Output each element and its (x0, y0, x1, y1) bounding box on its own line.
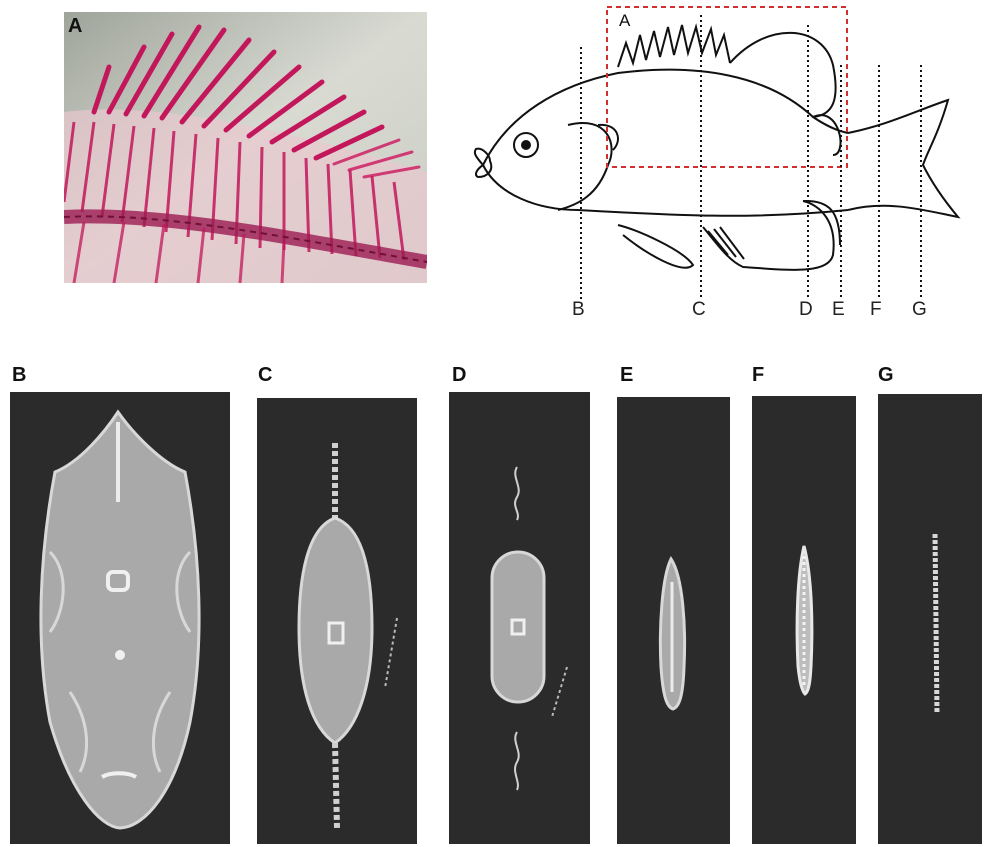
ct-section-c-image (257, 398, 417, 844)
cut-label-g: G (912, 299, 927, 321)
ct-panel-label-e: E (620, 364, 633, 387)
stained-fin-image (64, 12, 427, 283)
ct-section-f (752, 396, 856, 844)
ct-section-d (449, 392, 590, 844)
ct-panel-label-d: D (452, 364, 466, 387)
ct-section-b (10, 392, 230, 844)
cut-label-d: D (799, 299, 813, 321)
ct-section-g-image (878, 394, 982, 844)
panel-label-a: A (68, 15, 82, 38)
fish-outline-drawing (468, 5, 983, 327)
cut-label-c: C (692, 299, 706, 321)
stained-fin-photo: A (64, 12, 427, 283)
region-box-label: A (619, 11, 630, 31)
cut-label-f: F (870, 299, 882, 321)
ct-section-b-image (10, 392, 230, 844)
ct-section-e-image (617, 397, 730, 844)
ct-panel-label-c: C (258, 364, 272, 387)
ct-panel-label-f: F (752, 364, 764, 387)
ct-section-e (617, 397, 730, 844)
ct-panel-label-b: B (12, 364, 26, 387)
cut-label-e: E (832, 299, 845, 321)
cut-label-b: B (572, 299, 585, 321)
ct-section-g (878, 394, 982, 844)
fish-diagram: A B C D E F G (468, 5, 983, 327)
ct-section-d-image (449, 392, 590, 844)
ct-panel-label-g: G (878, 364, 894, 387)
ct-section-f-image (752, 396, 856, 844)
ct-section-c (257, 398, 417, 844)
